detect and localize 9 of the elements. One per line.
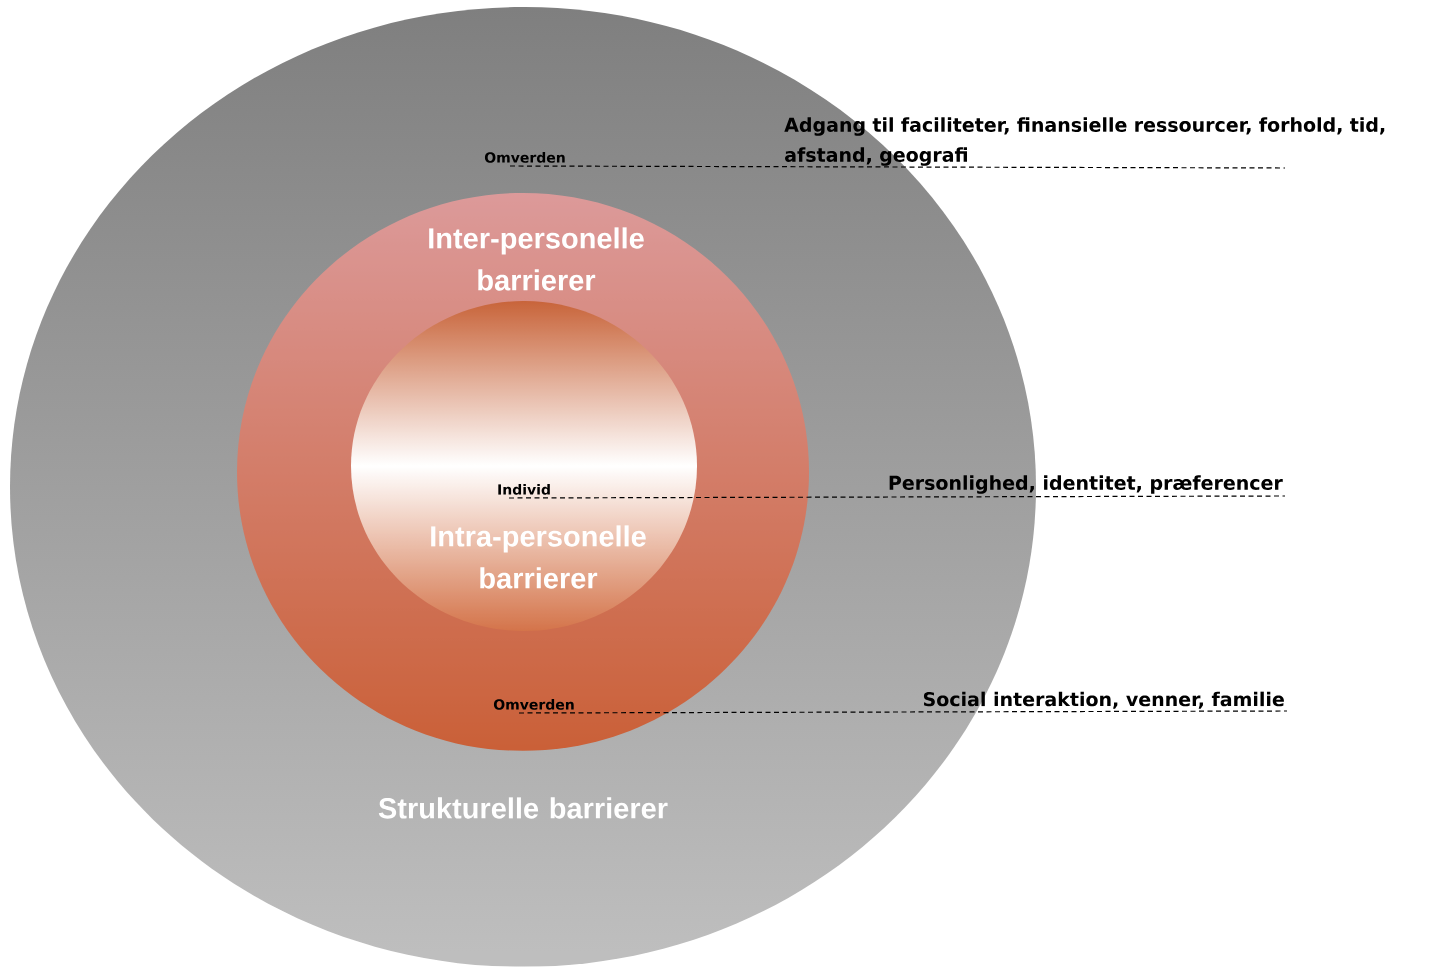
description-text: Personlighed, identitet, præferencer	[889, 475, 1283, 494]
layer-label: Individ	[498, 483, 550, 495]
layer-label: Omverden	[484, 151, 565, 163]
leader-line	[508, 495, 1286, 499]
leader-line	[509, 165, 1286, 169]
description-text: Social interaktion, venner, familie	[923, 691, 1284, 709]
layer-label: Omverden	[493, 698, 574, 710]
leader-line	[518, 710, 1288, 714]
description-text: Adgang til faciliteter, finansielle ressourcer, forhold, tid, afstand, geografi	[784, 117, 1385, 166]
